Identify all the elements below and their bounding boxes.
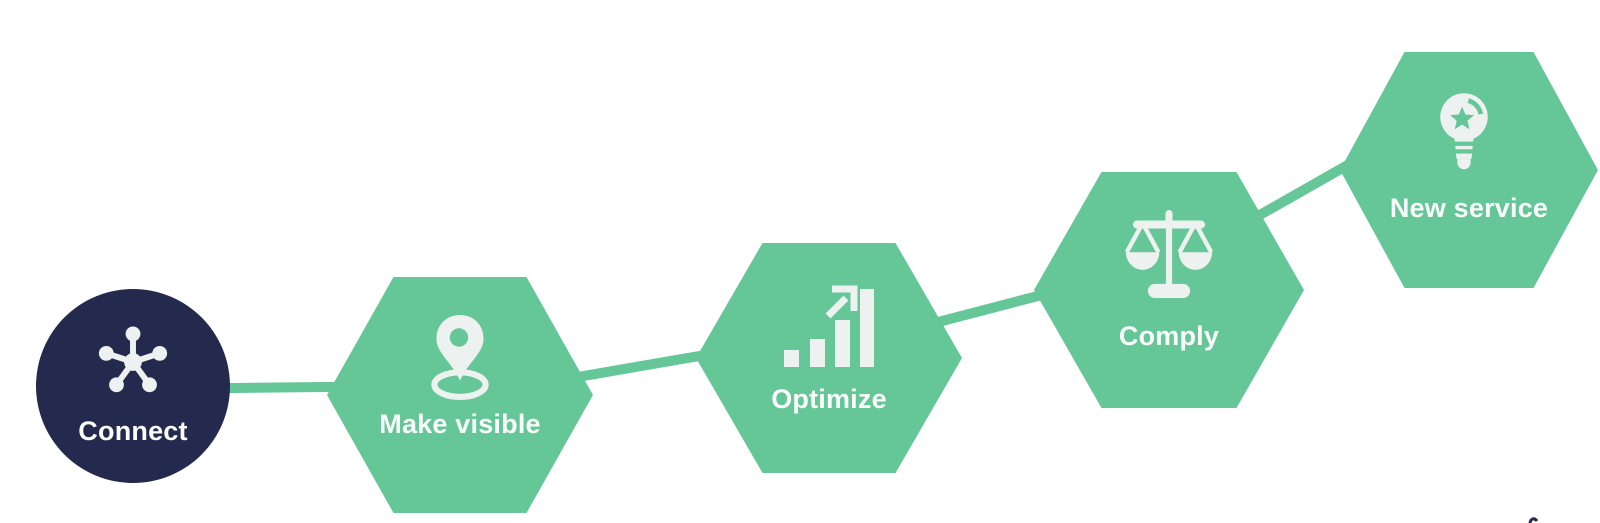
- step-label-optimize: Optimize: [771, 384, 887, 414]
- stray-mark: [1528, 517, 1539, 523]
- growth-chart-icon: [784, 285, 874, 367]
- network-hub-icon: [98, 326, 168, 393]
- step-label-make-visible: Make visible: [379, 409, 541, 439]
- step-label-connect: Connect: [78, 416, 188, 446]
- step-label-new-service: New service: [1389, 193, 1549, 223]
- location-pin-icon: [431, 315, 489, 400]
- step-label-comply: Comply: [1118, 321, 1220, 351]
- balance-scale-icon: [1124, 210, 1214, 298]
- step-node-connect: Connect: [36, 289, 230, 483]
- lightbulb-star-icon: [1440, 93, 1488, 170]
